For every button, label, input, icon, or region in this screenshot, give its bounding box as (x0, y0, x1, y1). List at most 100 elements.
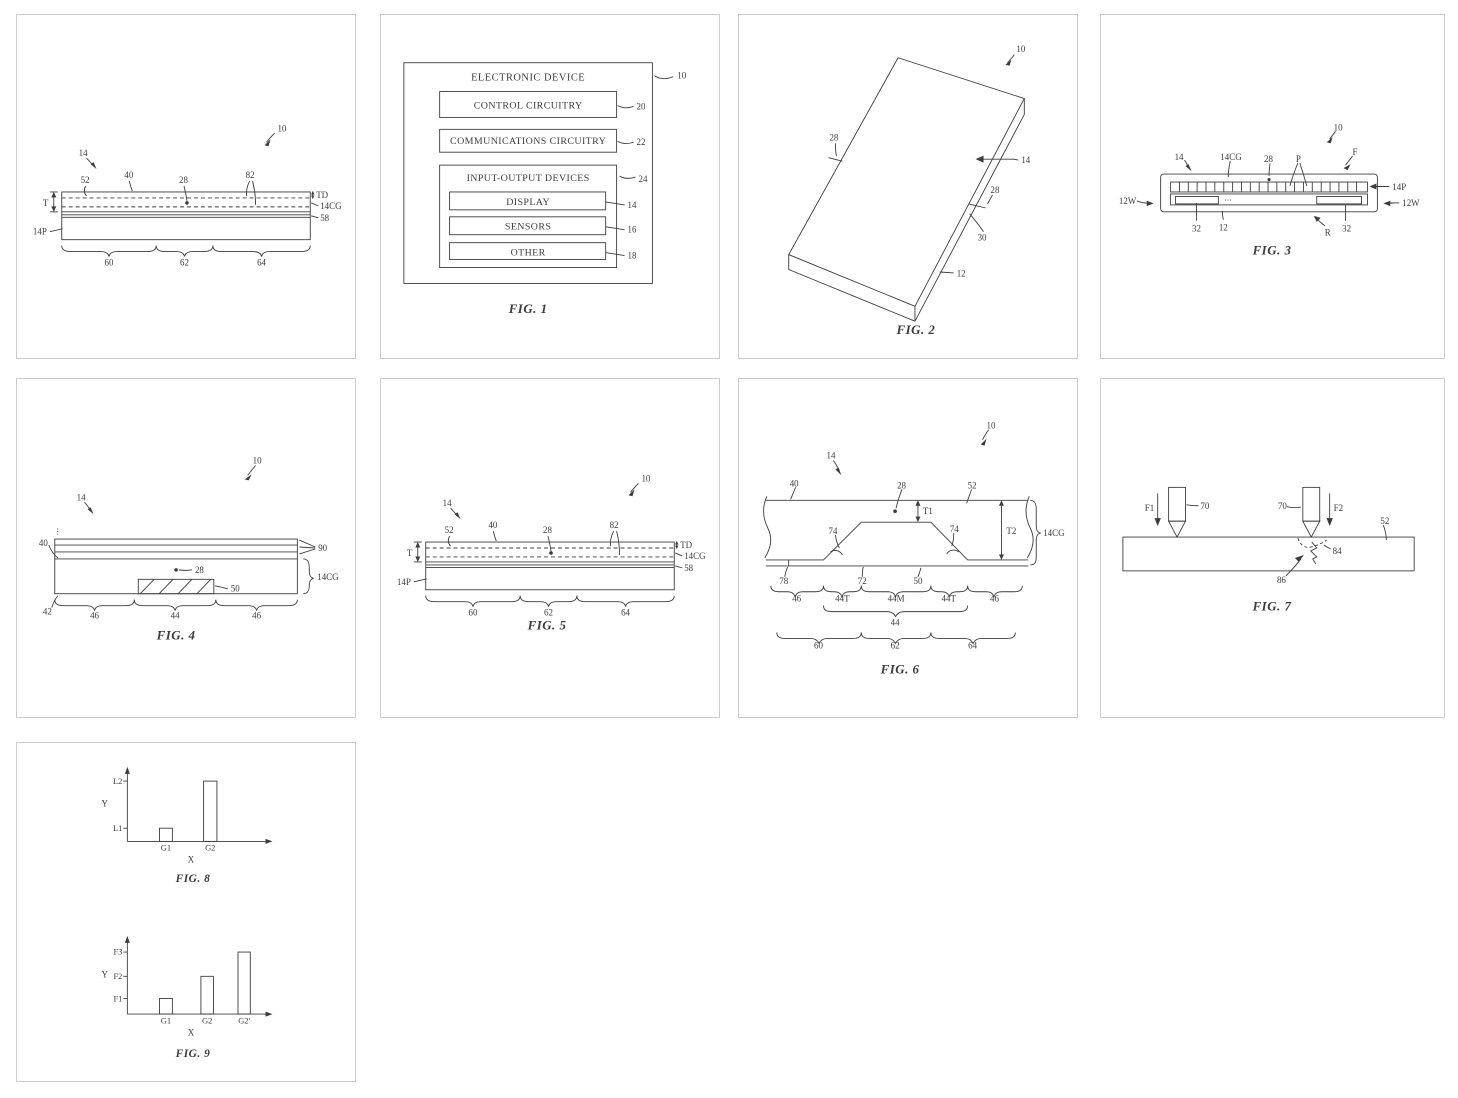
fig6-ref-40: 40 (790, 478, 799, 488)
fig3-ref-P: P (1296, 154, 1301, 164)
fig1-ref-24: 24 (638, 174, 647, 184)
figA-ref-62: 62 (180, 258, 189, 268)
figA-ref-82: 82 (246, 170, 255, 180)
fig5-ref-40: 40 (488, 520, 497, 530)
figA-ref-58: 58 (320, 213, 329, 223)
fig9-x-axis-label: X (188, 1027, 195, 1037)
fig4-ref-14CG: 14CG (317, 572, 339, 582)
fig1-drawing: ELECTRONIC DEVICE CONTROL CIRCUITRY COMM… (403, 62, 687, 316)
fig8-tick-L2: L2 (113, 776, 122, 786)
fig1-display-label: DISPLAY (506, 197, 550, 208)
fig6-ref-10: 10 (987, 421, 996, 431)
figA-ref-40: 40 (124, 170, 133, 180)
panel-fig2: 10 28 14 28 30 12 FIG. 2 (738, 14, 1078, 359)
fig5-ref-82: 82 (610, 520, 619, 530)
fig1-ref-16: 16 (628, 225, 637, 235)
fig6-ref-46r: 46 (990, 594, 999, 604)
fig4-ref-90: 90 (318, 543, 327, 553)
fig3-ref-10: 10 (1334, 122, 1343, 132)
fig5-ref-52: 52 (445, 525, 454, 535)
fig7-ref-86: 86 (1277, 575, 1286, 585)
fig7-structure (1122, 486, 1415, 577)
fig1-control-label: CONTROL CIRCUITRY (474, 100, 583, 111)
fig7-ref-70l: 70 (1200, 501, 1209, 511)
fig2-ref-10: 10 (1016, 44, 1025, 54)
fig6-ref-74r: 74 (950, 524, 959, 534)
fig7-ref-F1: F1 (1145, 503, 1154, 513)
fig4-ref-46r: 46 (252, 611, 261, 621)
fig6-ref-T1: T1 (923, 506, 933, 516)
fig6-ref-14CG: 14CG (1043, 528, 1065, 538)
fig7-drawing: F1 70 70 F2 52 84 86 FIG. 7 (1122, 486, 1415, 614)
figA-ref-64: 64 (257, 258, 266, 268)
panel-fig8-fig9: L2 L1 Y G1 G2 X FIG. 8 F3 F2 F1 Y G1 G2 (16, 742, 356, 1082)
fig9-y-axis-label: Y (102, 970, 109, 980)
fig3-ref-12W-right: 12W (1402, 198, 1420, 208)
fig6-ref-60: 60 (814, 640, 823, 650)
panel-fig7: F1 70 70 F2 52 84 86 FIG. 7 (1100, 378, 1445, 718)
fig1-ref-14: 14 (628, 200, 637, 210)
fig6-ref-46l: 46 (792, 594, 801, 604)
fig5-ref-62: 62 (544, 608, 553, 618)
fig4-drawing: 10 14 ⋮ 40 90 28 50 42 14CG 46 44 46 FIG… (39, 456, 339, 643)
fig1-ref-22: 22 (636, 137, 645, 147)
fig6-caption: FIG. 6 (880, 661, 920, 676)
fig8-cat-G1: G1 (161, 842, 171, 852)
fig7-ref-84: 84 (1333, 546, 1342, 556)
panel-fig1: ELECTRONIC DEVICE CONTROL CIRCUITRY COMM… (380, 14, 720, 359)
fig3-ref-14P: 14P (1392, 182, 1406, 192)
fig5-labels: 10 14 52 40 28 82 T 14P TD 14CG 58 60 62… (397, 473, 706, 617)
fig5-ref-28: 28 (543, 525, 552, 535)
panel-fig4: 10 14 ⋮ 40 90 28 50 42 14CG 46 44 46 FIG… (16, 378, 356, 718)
fig6-ref-72: 72 (858, 576, 867, 586)
fig1-comms-label: COMMUNICATIONS CIRCUITRY (450, 136, 606, 147)
fig6-ref-44Tl: 44T (835, 594, 850, 604)
fig2-ref-30: 30 (978, 233, 987, 243)
fig4-ref-50: 50 (231, 584, 240, 594)
figA-ref-10: 10 (277, 123, 286, 133)
fig4-ref-44: 44 (171, 611, 180, 621)
fig6-ref-62: 62 (891, 640, 900, 650)
fig2-structure (788, 54, 1025, 322)
fig1-io-label: INPUT-OUTPUT DEVICES (467, 173, 590, 184)
fig6-ref-44M: 44M (888, 594, 905, 604)
figA-ref-14: 14 (79, 148, 88, 158)
fig3-caption: FIG. 3 (1252, 243, 1292, 258)
fig2-ref-12: 12 (957, 268, 966, 278)
fig6-ref-44: 44 (891, 618, 900, 628)
figA-ref-14P: 14P (33, 227, 47, 237)
figA-structure (49, 132, 319, 257)
fig1-caption: FIG. 1 (508, 301, 548, 316)
figA-ref-60: 60 (104, 258, 113, 268)
fig5-ref-14P: 14P (397, 577, 411, 587)
fig6-ref-T2: T2 (1006, 526, 1016, 536)
fig9-cat-G2: G2 (202, 1015, 212, 1025)
fig8-caption: FIG. 8 (175, 873, 211, 885)
fig6-drawing: 10 14 40 28 52 T1 T2 14CG 74 74 78 72 50… (763, 421, 1065, 676)
fig5-ref-14CG: 14CG (684, 551, 706, 561)
fig5-structure (413, 483, 683, 607)
fig3-ref-14CG: 14CG (1220, 152, 1242, 162)
fig3-ref-14: 14 (1175, 152, 1184, 162)
fig3-ref-32-right: 32 (1342, 224, 1351, 234)
fig7-caption: FIG. 7 (1252, 599, 1292, 614)
fig8-tick-L1: L1 (113, 823, 122, 833)
fig9-tick-F1: F1 (113, 993, 122, 1003)
panel-fig3: 14 14CG 28 P F 10 14P 12W 12W 32 12 R 32… (1100, 14, 1445, 359)
fig7-ref-F2: F2 (1334, 503, 1343, 513)
fig1-sensors-label: SENSORS (505, 222, 551, 233)
fig8-chart (123, 766, 273, 844)
figA-ref-T: T (43, 198, 49, 208)
fig5-ref-T: T (407, 548, 413, 558)
fig6-ref-50: 50 (913, 576, 922, 586)
fig5-ref-58: 58 (684, 563, 693, 573)
fig3-ref-12: 12 (1219, 223, 1228, 233)
fig3-ref-F: F (1353, 147, 1358, 157)
fig5-ref-10: 10 (641, 473, 650, 483)
fig1-leaders (605, 75, 674, 257)
fig9-caption: FIG. 9 (175, 1048, 211, 1060)
fig6-ref-52: 52 (968, 480, 977, 490)
fig1-other-label: OTHER (511, 248, 546, 259)
fig1-structure (403, 62, 653, 284)
